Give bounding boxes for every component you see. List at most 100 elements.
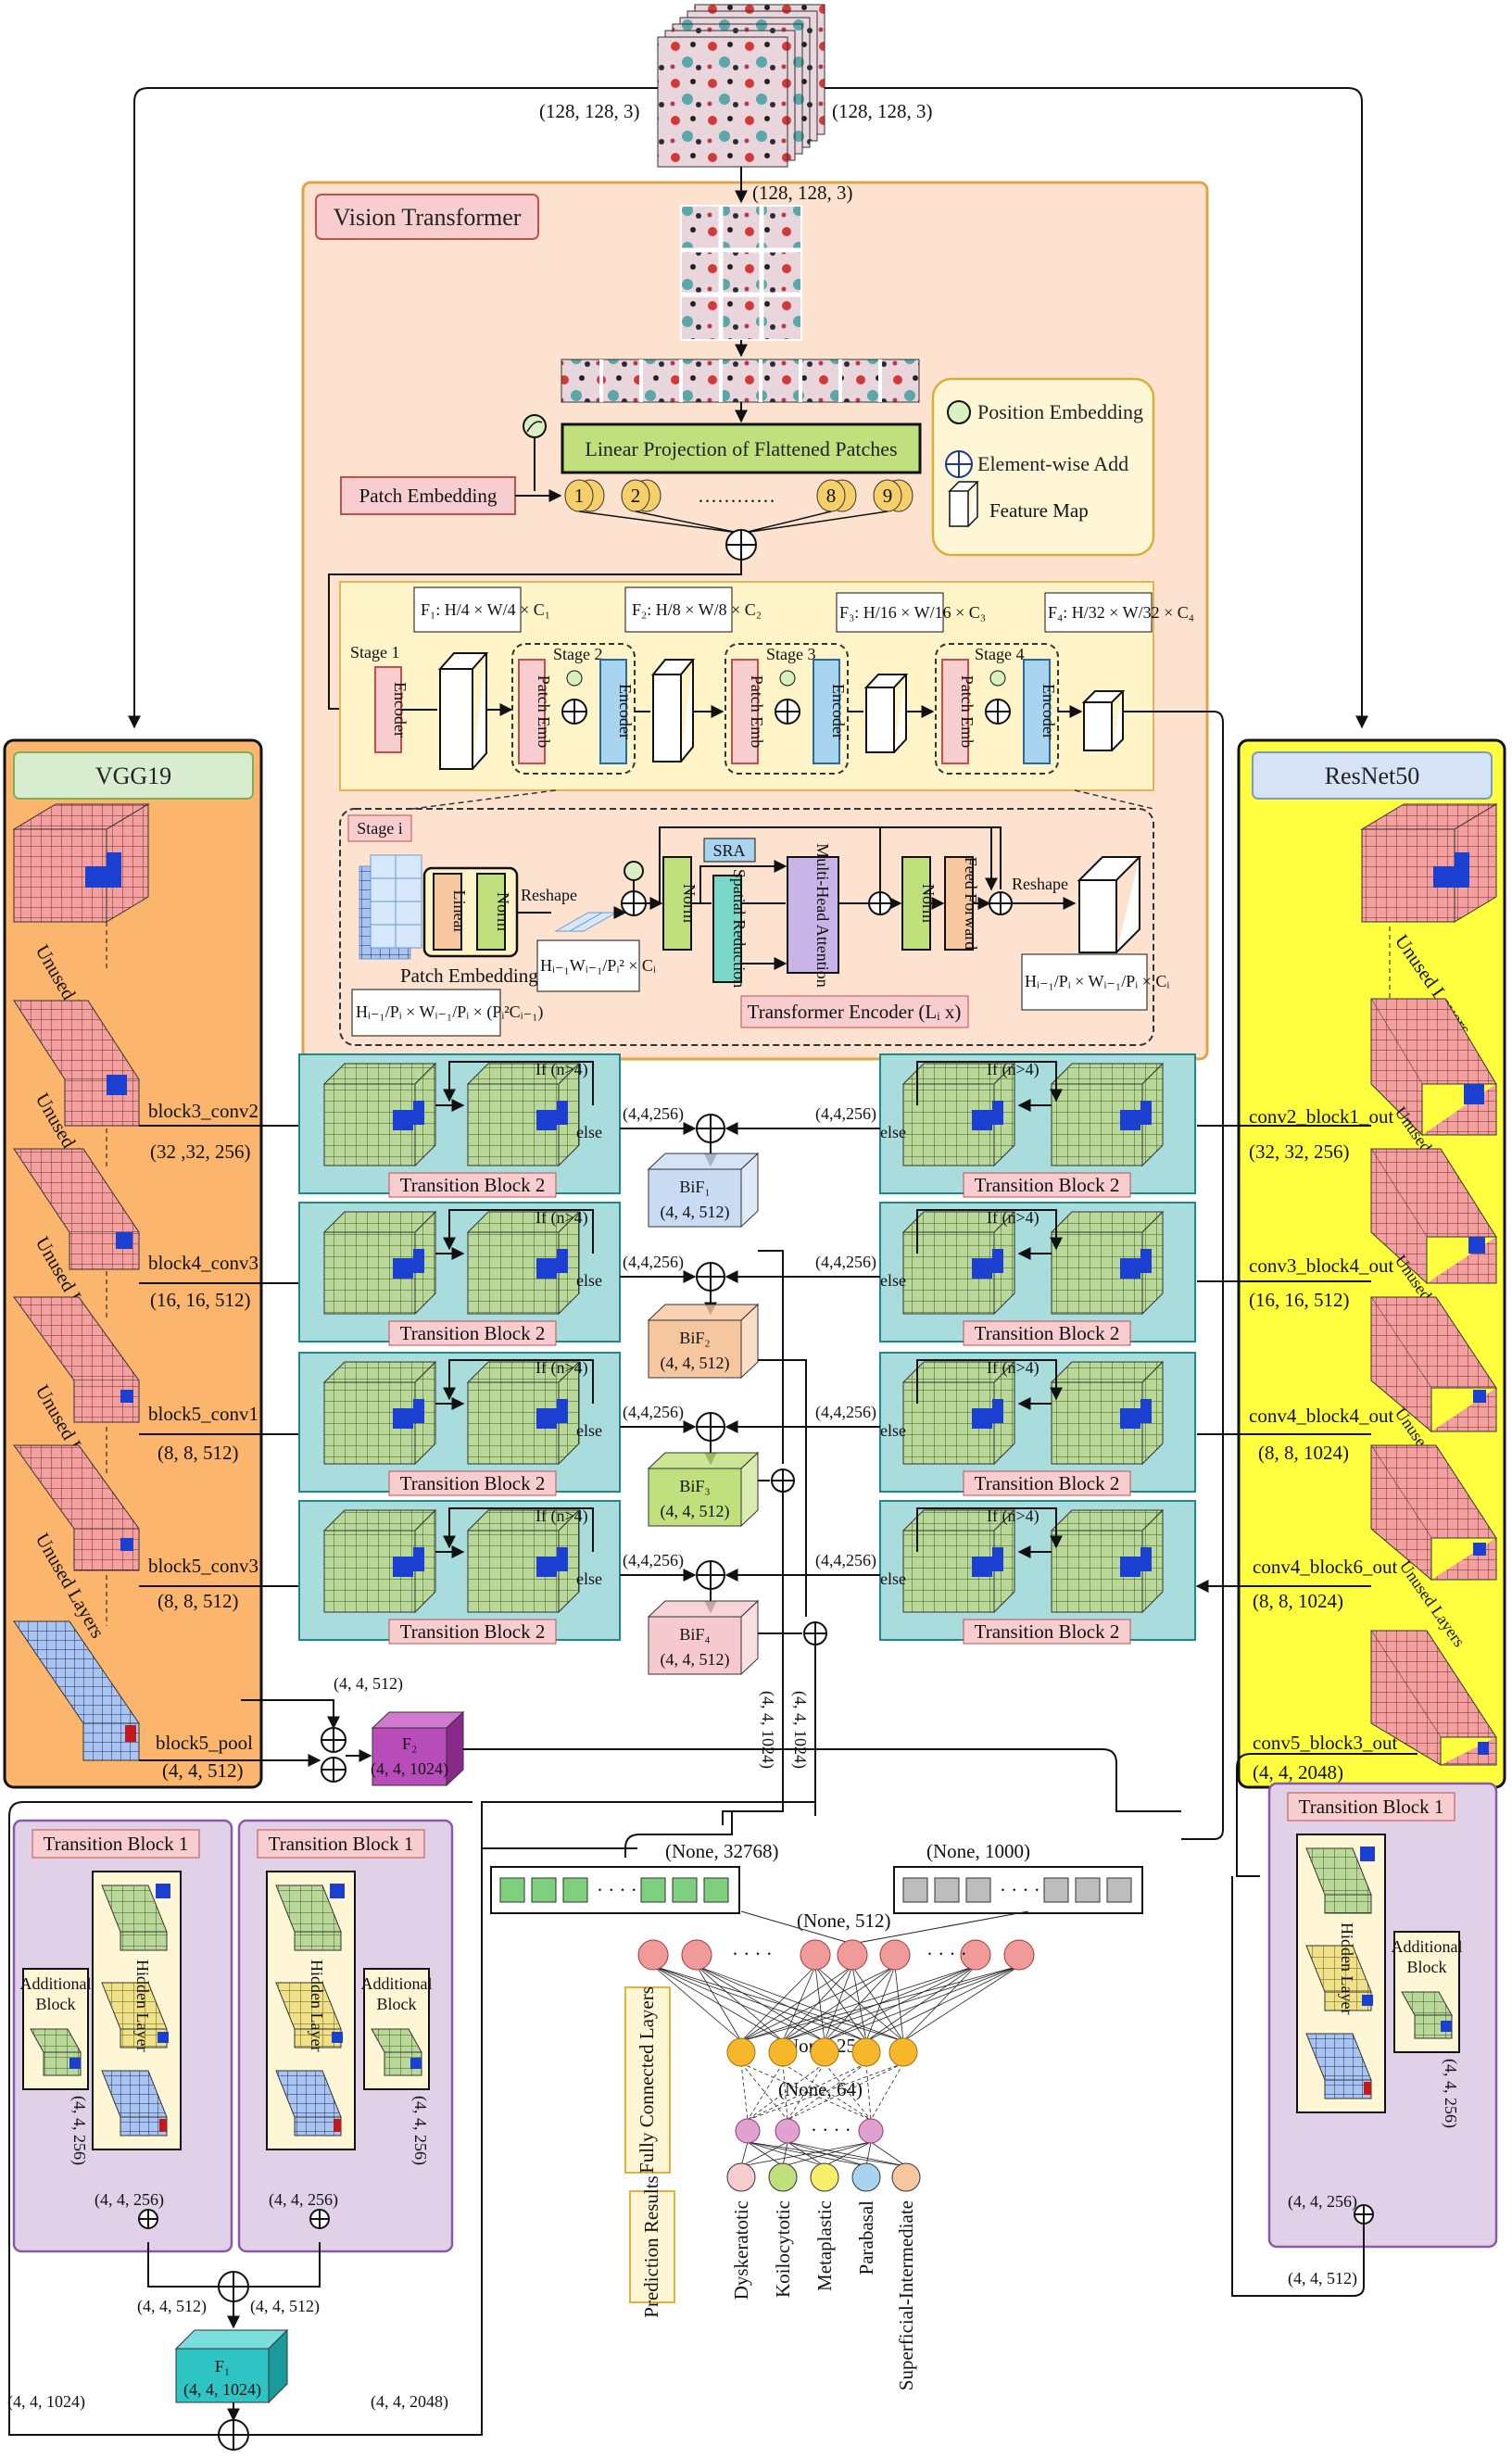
fc3-neuron [858,2118,884,2144]
resnet-layer-0-shape: (32, 32, 256) [1249,1141,1350,1163]
vit-add-icon [725,529,757,561]
tb2-right-else: else [880,1569,906,1588]
vgg-feature-block-4 [13,1444,140,1571]
tb1-additional: Additional [1392,1937,1463,1956]
flattened-patches [561,359,920,403]
tb2-left-else: else [576,1421,602,1440]
stage-i-norm-1-label: Norm [494,892,512,931]
vec2-shape: (None, 1000) [926,1840,1030,1862]
formula-f2: F₂: H/8 × W/8 × C₂ [632,600,762,619]
vgg-feature-block-1 [13,1000,140,1127]
stage-3-label: Stage 3 [766,645,816,663]
tb1-hidden: Hidden Layer [133,1960,152,2051]
resnet-layer-3-name: conv4_block6_out [1253,1556,1397,1578]
tb2-right-else: else [880,1123,906,1141]
f2-to-classifier [463,1748,1181,1858]
resnet-feature-block-4 [1370,1444,1497,1582]
vgg-layer-4-name: block5_pool [156,1732,253,1754]
resnet-layer-labels: conv2_block1_out (32, 32, 256) conv3_blo… [1249,1105,1397,1784]
tb2-add-row-2 [696,1262,725,1292]
tb2-left-else: else [576,1123,602,1141]
stage-i-reshape-2: Reshape [1012,875,1068,893]
patch-embedding-label: Patch Embedding [359,485,498,507]
tb2-right-label: Transition Block 2 [975,1620,1120,1643]
vgg-pool-shape-top: (4, 4, 512) [334,1674,403,1694]
vgg-layer-0-name: block3_conv2 [148,1100,258,1122]
linear-projection-label: Linear Projection of Flattened Patches [585,437,897,460]
tb2-right-if: If (n>4) [987,1358,1040,1378]
tb2-right-if: If (n>4) [987,1060,1040,1079]
vgg-title-box [13,751,254,800]
legend-add-label: Element-wise Add [977,452,1128,475]
tb2-add-row-4 [696,1560,725,1590]
resnet-tb1-out [1231,1876,1365,2297]
f1-name: F₁ [215,2357,230,2376]
tb2-left-cube-b [466,1360,581,1466]
stage-i-spatial-reduction [712,875,742,983]
bif-1-cube: BiF₁(4, 4, 512) [647,1152,760,1229]
bif1-to-add [758,1250,784,1464]
fc2-neuron [726,2037,756,2067]
tb2-right-else: else [880,1421,906,1440]
tb2-left-if: If (n>4) [536,1208,588,1228]
bif-1-name: BiF₁ [679,1178,710,1196]
stage-2-patch-emb [518,659,546,764]
stage-4-patch-emb-label: Patch Emb [958,675,976,749]
tb2-left-if: If (n>4) [536,1060,588,1079]
vgg-feature-block-3 [13,1296,140,1423]
tb2-left-if: If (n>4) [536,1506,588,1526]
tb1-add-icon [138,2209,158,2229]
vgg-layer-2-name: block5_conv1 [148,1403,258,1425]
output-neuron [891,2162,921,2192]
resnet-tb1-out-shape: (4, 4, 512) [1288,2269,1357,2288]
tb2-shape-right: (4,4,256) [815,1551,876,1570]
bif-add-4 [803,1621,827,1645]
vit-title-box [315,194,539,240]
stage-3-patch-emb [731,659,759,764]
stage-i-add-2 [868,891,892,915]
f1-shape-left: (4, 4, 512) [137,2297,207,2316]
stage-1-feature-map [437,652,489,770]
tb1-additional-2: Block [36,1995,76,2013]
fc1-neuron [800,1939,831,1971]
tb2-left-else: else [576,1271,602,1290]
fc3-shape: (None, 64) [778,2078,863,2100]
fc2-neuron [888,2037,918,2067]
stage-1-label: Stage 1 [350,643,400,662]
resnet-layer-1-shape: (16, 16, 512) [1249,1289,1350,1311]
vgg-layer-0-shape: (32 ,32, 256) [150,1141,251,1163]
tb2-right-cube-a [901,1062,1016,1167]
vgg-layer-3-shape: (8, 8, 512) [158,1590,239,1612]
stage-3-encoder-label: Encoder [829,684,848,739]
tb2-left-cube-a [322,1360,437,1466]
tb1-hidden: Hidden Layer [1338,1922,1356,2014]
tb1-label: Transition Block 1 [1299,1796,1444,1818]
tb1-bottom-shape: (4, 4, 256) [94,2190,164,2210]
tb2-left-label: Transition Block 2 [400,1174,546,1196]
formula-f1: F₁: H/4 × W/4 × C₁ [421,600,550,619]
stage-4-encoder-label: Encoder [1040,684,1058,739]
vgg-feature-block-2 [13,1148,140,1270]
tb2-shape-left: (4,4,256) [623,1253,684,1272]
stage-i-linear [433,873,462,951]
final-fusion-left [8,1801,472,2436]
stage-2-label: Stage 2 [553,645,603,663]
final-fusion-right [248,1801,816,2436]
tb2-right-label: Transition Block 2 [975,1174,1120,1196]
f2-shape: (4, 4, 1024) [371,1759,448,1779]
tb2-left-label: Transition Block 2 [400,1322,546,1344]
tb1-additional-2: Block [1407,1958,1447,1976]
tb1-add-icon [309,2209,330,2229]
bif-shape-1024-b: (4, 4, 1024) [790,1691,810,1769]
f2-name: F₂ [402,1734,417,1753]
tb2-right-label: Transition Block 2 [975,1472,1120,1494]
stage-i-formula-output-box [1021,953,1148,1011]
stage-i-formula-output: Hᵢ₋₁/Pᵢ × Wᵢ₋₁/Pᵢ × Cᵢ [1025,972,1169,990]
f1-cube [174,2328,289,2404]
tb1-side-shape: (4, 4, 256) [1441,2059,1460,2128]
